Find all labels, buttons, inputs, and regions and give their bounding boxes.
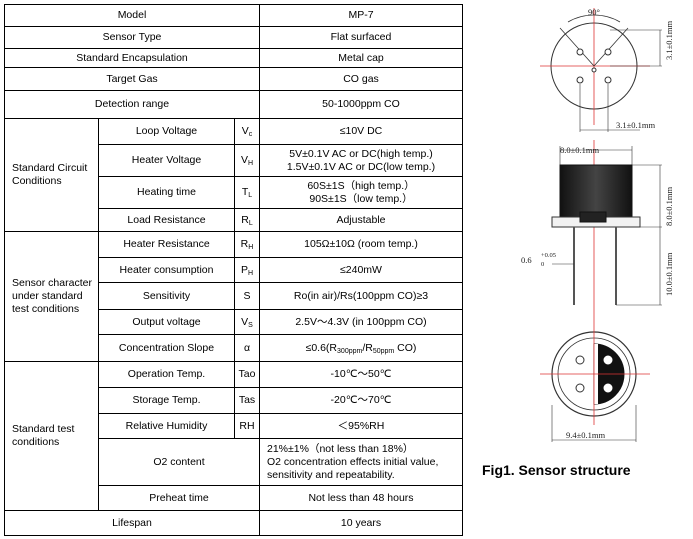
- lifespan-value: 10 years: [259, 510, 463, 536]
- specification-table: Model MP-7 Sensor Type Flat surfaced Sta…: [4, 4, 463, 536]
- operation-temp-symbol: Tao: [234, 361, 260, 388]
- storage-temp-value: -20℃～70℃: [259, 387, 463, 414]
- angle-label: 90°: [588, 7, 600, 17]
- table-row-o2-content: O2 content 21%±1%（not less than 18%） O2 …: [5, 438, 463, 486]
- output-voltage-label: Output voltage: [98, 309, 235, 335]
- lead-tolerance-lower: 0: [541, 261, 544, 268]
- loop-voltage-value: ≤10V DC: [259, 118, 463, 145]
- table-row-heating-time: Heating time TL 60S±1S（high temp.） 90S±1…: [5, 176, 463, 209]
- lead-diameter-label: 0.6: [521, 255, 532, 265]
- concentration-slope-value: ≤0.6(R300ppm/R50ppm CO): [259, 334, 463, 362]
- flange-diameter-label: 9.4±0.1mm: [566, 430, 606, 440]
- heater-consumption-symbol: PH: [234, 257, 260, 283]
- encapsulation-label: Standard Encapsulation: [4, 48, 260, 68]
- o2-content-value: 21%±1%（not less than 18%） O2 concentrati…: [259, 438, 463, 486]
- test-group-label: Standard test conditions: [4, 361, 99, 511]
- table-row-heater-voltage: Heater Voltage VH 5V±0.1V AC or DC(high …: [5, 144, 463, 177]
- bottom-view-drawing: [540, 330, 650, 442]
- concentration-slope-label: Concentration Slope: [98, 334, 235, 362]
- lifespan-label: Lifespan: [4, 510, 260, 536]
- table-row-preheat-time: Preheat time Not less than 48 hours: [5, 485, 463, 511]
- relative-humidity-value: ＜95%RH: [259, 413, 463, 439]
- circuit-group-label: Standard Circuit Conditions: [4, 118, 99, 232]
- heater-voltage-label: Heater Voltage: [98, 144, 235, 177]
- side-view-drawing: [551, 140, 662, 330]
- relative-humidity-label: Relative Humidity: [98, 413, 235, 439]
- figure-caption: Fig1. Sensor structure: [482, 462, 631, 478]
- heating-time-value: 60S±1S（high temp.） 90S±1S（low temp.）: [259, 176, 463, 209]
- top-view-drawing: [540, 8, 662, 132]
- cap-height-label: 8.0±0.1mm: [664, 186, 674, 226]
- table-row-relative-humidity: Relative Humidity RH ＜95%RH: [5, 413, 463, 439]
- load-resistance-symbol: RL: [234, 208, 260, 232]
- load-resistance-label: Load Resistance: [98, 208, 235, 232]
- lead-length-label: 10.0±0.1mm: [664, 252, 674, 296]
- table-row-load-resistance: Load Resistance RL Adjustable: [5, 208, 463, 232]
- cap-width-label: 8.0±0.1mm: [560, 145, 600, 155]
- table-row-loop-voltage: Standard Circuit Conditions Loop Voltage…: [4, 118, 463, 232]
- heater-voltage-value: 5V±0.1V AC or DC(high temp.) 1.5V±0.1V A…: [259, 144, 463, 177]
- table-row-output-voltage: Output voltage VS 2.5V～4.3V (in 100ppm C…: [5, 309, 463, 335]
- table-row-encapsulation: Standard Encapsulation Metal cap: [4, 48, 463, 68]
- sensitivity-symbol: S: [234, 282, 260, 310]
- lead-tolerance-upper: +0.05: [541, 252, 556, 259]
- table-row-heater-resistance: Sensor character under standard test con…: [4, 231, 463, 362]
- heater-resistance-value: 105Ω±10Ω (room temp.): [259, 231, 463, 258]
- table-row-lifespan: Lifespan 10 years: [4, 510, 463, 536]
- preheat-time-value: Not less than 48 hours: [259, 485, 463, 511]
- heating-time-symbol: TL: [234, 176, 260, 209]
- pin-height-label: 3.1±0.1mm: [664, 20, 674, 60]
- output-voltage-value: 2.5V～4.3V (in 100ppm CO): [259, 309, 463, 335]
- pin-spacing-label: 3.1±0.1mm: [616, 120, 656, 130]
